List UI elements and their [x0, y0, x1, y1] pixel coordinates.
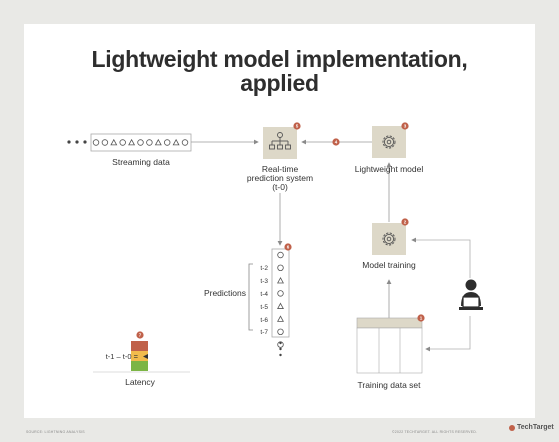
step-badge-number: 5: [296, 124, 299, 129]
triangle-shape: [277, 276, 284, 284]
title-line-2: applied: [240, 70, 319, 96]
lightweight-model-label: Lightweight model: [354, 164, 424, 174]
step-badge-number: 6: [287, 245, 290, 250]
diagram-card: [24, 24, 535, 418]
step-badge: 3: [401, 122, 409, 130]
step-badge-number: 3: [404, 124, 407, 129]
prediction-system-label-line-1: Real-time: [261, 164, 299, 174]
circle-shape: [277, 264, 284, 271]
circle-shape: [146, 139, 153, 146]
circle-shape: [137, 139, 144, 146]
step-badges: 1 2 3 4 5 6 7: [136, 122, 425, 339]
step-badge-number: 7: [139, 333, 142, 338]
streaming-data-shapes: [92, 138, 189, 146]
footer-source: SOURCE: LIGHTNING ANALYSIS: [26, 430, 85, 434]
model-training-gear-icon: [372, 223, 406, 255]
triangle-shape: [110, 138, 118, 146]
predictions-shapes: [277, 251, 284, 348]
step-badge-number: 4: [335, 140, 338, 145]
stream-leading-dots: [67, 140, 87, 144]
triangle-shape: [277, 302, 284, 309]
predictions-bracket: [248, 263, 253, 331]
prediction-time-label: t-3: [260, 278, 268, 285]
prediction-system-label-line-3: (t-0): [272, 182, 288, 192]
training-data-label: Training data set: [357, 380, 421, 390]
step-badge: 1: [417, 314, 425, 322]
latency-pointer-icon: [143, 354, 148, 359]
model-training-label: Model training: [362, 260, 416, 270]
triangle-shape: [154, 138, 162, 146]
latency-label: Latency: [125, 377, 155, 387]
triangle-shape: [128, 138, 136, 146]
footer-copyright: ©2022 TECHTARGET. ALL RIGHTS RESERVED.: [392, 430, 478, 434]
step-badge: 5: [293, 122, 301, 130]
triangle-shape: [172, 138, 180, 146]
brand-logo-icon: [509, 425, 515, 431]
footer-brand: TechTarget: [517, 424, 554, 431]
latency-segment: [131, 351, 148, 361]
prediction-time-label: t-5: [260, 304, 268, 311]
step-badge-number: 2: [404, 220, 407, 225]
latency-segment: [131, 361, 148, 371]
predictions-column: [271, 248, 290, 338]
step-badge-number: 1: [420, 316, 423, 321]
circle-shape: [92, 139, 100, 146]
person-to-training-arrow: [411, 237, 471, 278]
predictions-trailing-dots: [279, 341, 282, 357]
circle-shape: [101, 139, 109, 146]
prediction-time-label: t-2: [260, 265, 268, 272]
prediction-system-label-line-2: prediction system: [246, 173, 314, 183]
prediction-system-icon: [263, 127, 297, 159]
prediction-time-label: t-4: [260, 291, 268, 298]
lightweight-model-gear-icon: [372, 126, 406, 158]
latency-stack: [131, 341, 148, 371]
triangle-shape: [277, 315, 284, 322]
step-badge: 7: [136, 331, 144, 339]
person-to-data-arrow: [425, 316, 471, 352]
circle-shape: [277, 290, 284, 297]
predictions-label: Predictions: [203, 288, 246, 298]
circle-shape: [163, 139, 171, 146]
step-badge: 4: [332, 138, 340, 146]
prediction-time-label: t-7: [260, 329, 268, 336]
latency-formula: t-1 – t-0 =: [105, 352, 138, 361]
step-badge: 2: [401, 218, 409, 226]
prediction-time-label: t-6: [260, 317, 268, 324]
step-badge: 6: [284, 243, 292, 251]
streaming-data-box: [90, 133, 192, 152]
circle-shape: [119, 139, 126, 146]
latency-segment: [131, 341, 148, 351]
streaming-data-label: Streaming data: [112, 157, 170, 167]
person-laptop-icon: [459, 279, 483, 310]
circle-shape: [277, 328, 284, 335]
training-data-table: [356, 317, 423, 374]
title-line-1: Lightweight model implementation,: [91, 46, 468, 72]
circle-shape: [277, 251, 284, 259]
circle-shape: [181, 139, 189, 146]
